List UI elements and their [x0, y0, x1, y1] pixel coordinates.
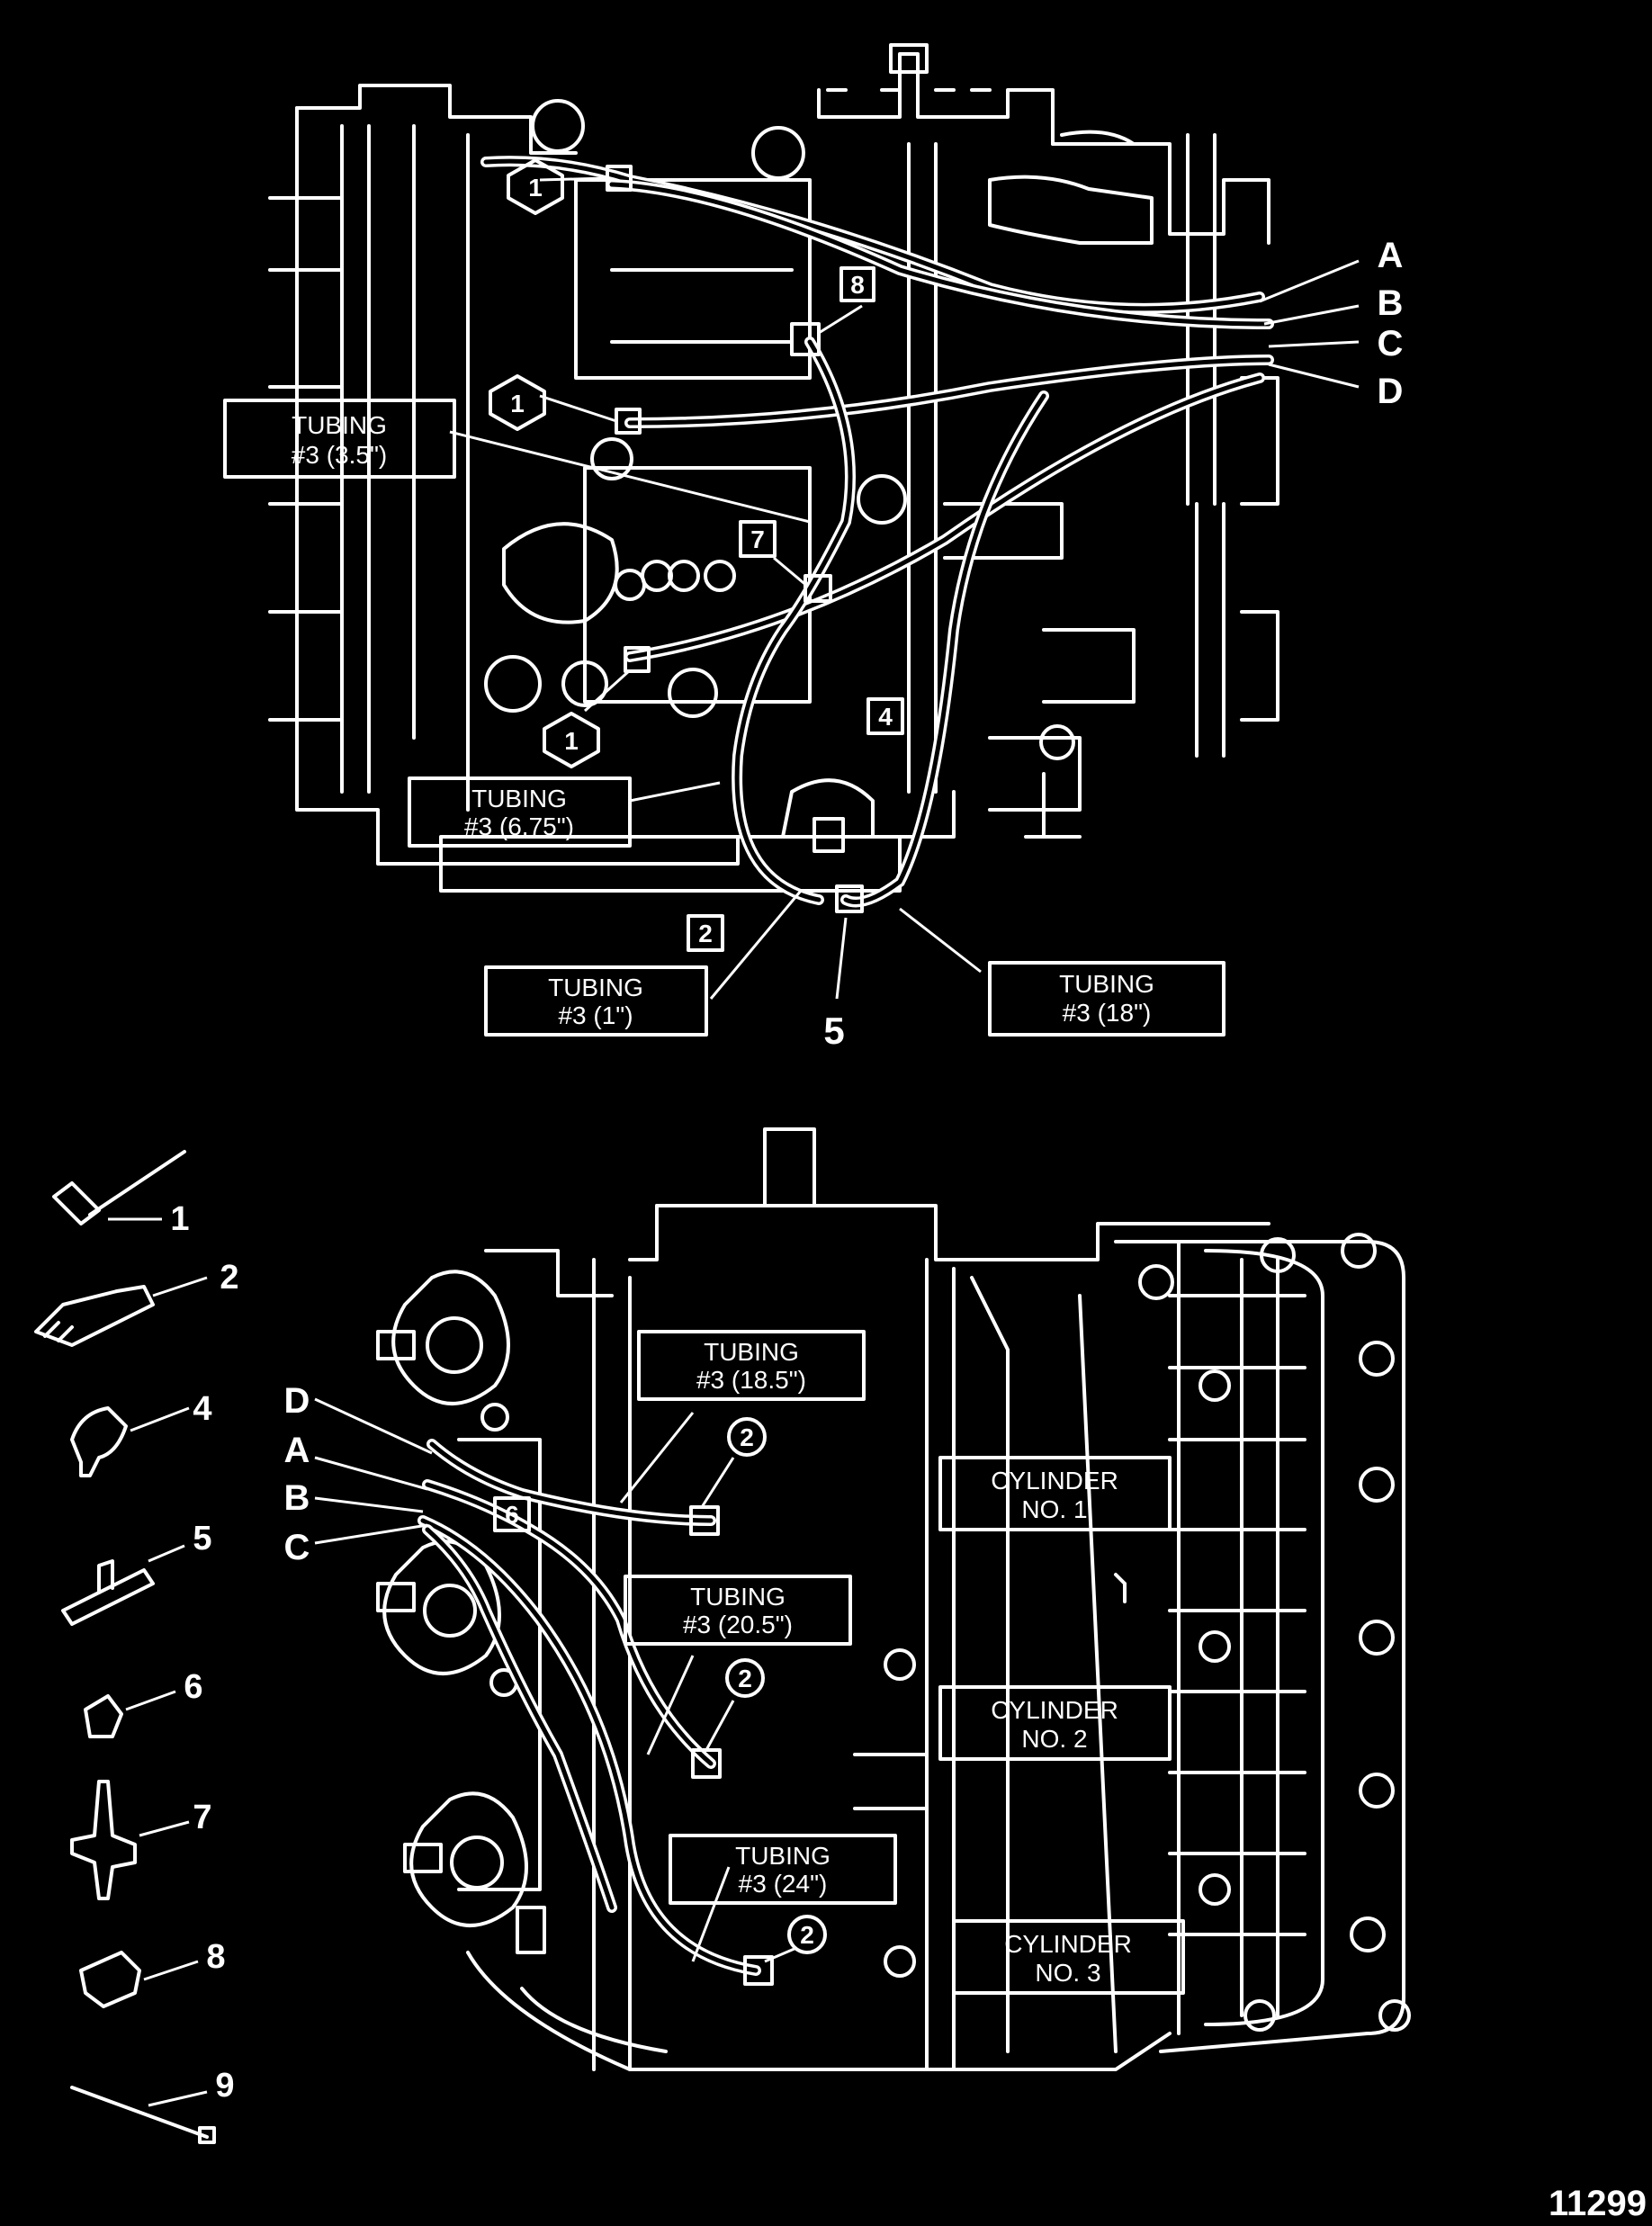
tubing-label-18: TUBING #3 (18") — [988, 961, 1226, 1037]
callout-6-lower: 6 — [493, 1496, 531, 1532]
svg-text:#3 (6.75"): #3 (6.75") — [464, 812, 574, 840]
lower-leaders — [314, 1397, 797, 1963]
upper-leaders — [449, 176, 1360, 1000]
upper-engine-view: 1 1 1 8 7 4 2 5 A B C D — [223, 43, 1404, 1052]
svg-text:5: 5 — [193, 1520, 211, 1557]
letter-d-lower: D — [284, 1381, 310, 1421]
svg-text:NO. 1: NO. 1 — [1021, 1495, 1087, 1523]
cylinder-label-1: CYLINDER NO. 1 — [938, 1456, 1172, 1531]
svg-text:TUBING: TUBING — [1059, 970, 1154, 998]
svg-text:#3 (18.5"): #3 (18.5") — [696, 1366, 806, 1394]
svg-text:8: 8 — [206, 1938, 225, 1976]
legend-item-6: 6 — [84, 1668, 203, 1738]
legend-item-4: 4 — [70, 1390, 212, 1477]
svg-text:#3 (20.5"): #3 (20.5") — [683, 1611, 793, 1638]
legend-item-1: 1 — [52, 1150, 190, 1238]
cylinder-label-2: CYLINDER NO. 2 — [938, 1685, 1172, 1761]
svg-text:2: 2 — [738, 1665, 752, 1692]
svg-text:1: 1 — [510, 390, 525, 417]
upper-tubes — [480, 156, 1274, 908]
letter-a-upper: A — [1378, 236, 1404, 275]
callout-7: 7 — [739, 520, 777, 558]
svg-text:TUBING: TUBING — [690, 1583, 786, 1611]
svg-text:2: 2 — [740, 1423, 754, 1451]
svg-text:CYLINDER: CYLINDER — [991, 1696, 1118, 1724]
svg-text:TUBING: TUBING — [471, 785, 567, 812]
svg-text:1: 1 — [170, 1200, 189, 1238]
tubing-label-3-5: TUBING #3 (3.5") — [223, 399, 456, 479]
svg-text:#3 (3.5"): #3 (3.5") — [292, 441, 387, 469]
svg-text:4: 4 — [193, 1390, 211, 1428]
callout-1-bottom: 1 — [543, 712, 600, 768]
svg-text:NO. 3: NO. 3 — [1035, 1959, 1100, 1987]
tubing-label-20-5: TUBING #3 (20.5") — [624, 1575, 852, 1646]
svg-text:#3 (18"): #3 (18") — [1063, 999, 1152, 1027]
svg-text:7: 7 — [193, 1799, 211, 1836]
callout-4: 4 — [866, 697, 904, 735]
legend-item-8: 8 — [79, 1938, 226, 2008]
svg-text:NO. 2: NO. 2 — [1021, 1725, 1087, 1753]
svg-text:9: 9 — [215, 2067, 234, 2105]
callout-2-lower-2: 2 — [725, 1658, 765, 1698]
svg-text:8: 8 — [850, 271, 865, 299]
svg-text:2: 2 — [220, 1259, 238, 1297]
callout-2-lower-1: 2 — [727, 1417, 767, 1457]
parts-legend: 1 2 4 5 6 7 — [34, 1150, 239, 2144]
svg-text:TUBING: TUBING — [704, 1338, 799, 1366]
callout-1-middle: 1 — [489, 374, 546, 431]
callout-2-lower-3: 2 — [787, 1915, 827, 1954]
svg-text:6: 6 — [505, 1501, 519, 1529]
svg-text:7: 7 — [750, 525, 765, 553]
svg-text:#3 (1"): #3 (1") — [558, 1001, 633, 1029]
tubing-label-24: TUBING #3 (24") — [669, 1834, 897, 1905]
legend-item-9: 9 — [70, 2067, 235, 2144]
callout-8: 8 — [839, 266, 875, 302]
callout-5: 5 — [823, 1010, 844, 1052]
figure-number: 11299 — [1549, 2184, 1647, 2223]
letter-c-upper: C — [1378, 324, 1404, 364]
letter-c-lower: C — [284, 1528, 310, 1567]
legend-item-7: 7 — [70, 1780, 212, 1900]
svg-text:CYLINDER: CYLINDER — [991, 1467, 1118, 1494]
lower-engine-block — [376, 1127, 1411, 2071]
svg-text:1: 1 — [564, 727, 579, 755]
svg-text:CYLINDER: CYLINDER — [1004, 1930, 1132, 1958]
callout-1-top: 1 — [507, 158, 564, 215]
letter-d-upper: D — [1378, 372, 1404, 411]
tubing-label-18-5: TUBING #3 (18.5") — [637, 1330, 866, 1401]
lower-engine-view: 2 2 2 6 D A B C TUBING #3 (18.5") TUBING… — [284, 1127, 1411, 2071]
upper-engine-block — [268, 43, 1279, 893]
legend-item-5: 5 — [61, 1520, 212, 1626]
legend-item-2: 2 — [34, 1259, 239, 1347]
callout-2-upper: 2 — [687, 914, 724, 952]
svg-text:4: 4 — [878, 703, 893, 731]
cylinder-label-3: CYLINDER NO. 3 — [952, 1919, 1185, 1995]
letter-a-lower: A — [284, 1431, 310, 1470]
svg-text:2: 2 — [698, 920, 713, 947]
svg-text:1: 1 — [528, 174, 543, 202]
tubing-label-1: TUBING #3 (1") — [484, 965, 708, 1037]
letter-b-upper: B — [1378, 283, 1404, 323]
svg-text:TUBING: TUBING — [548, 974, 643, 1001]
svg-text:2: 2 — [800, 1921, 814, 1949]
tubing-label-6-75: TUBING #3 (6.75") — [408, 776, 632, 848]
svg-text:6: 6 — [184, 1668, 202, 1706]
letter-b-lower: B — [284, 1478, 310, 1518]
svg-text:#3 (24"): #3 (24") — [739, 1870, 828, 1898]
svg-text:TUBING: TUBING — [735, 1842, 830, 1870]
lower-tubes — [417, 1439, 761, 1976]
svg-text:TUBING: TUBING — [292, 411, 387, 439]
